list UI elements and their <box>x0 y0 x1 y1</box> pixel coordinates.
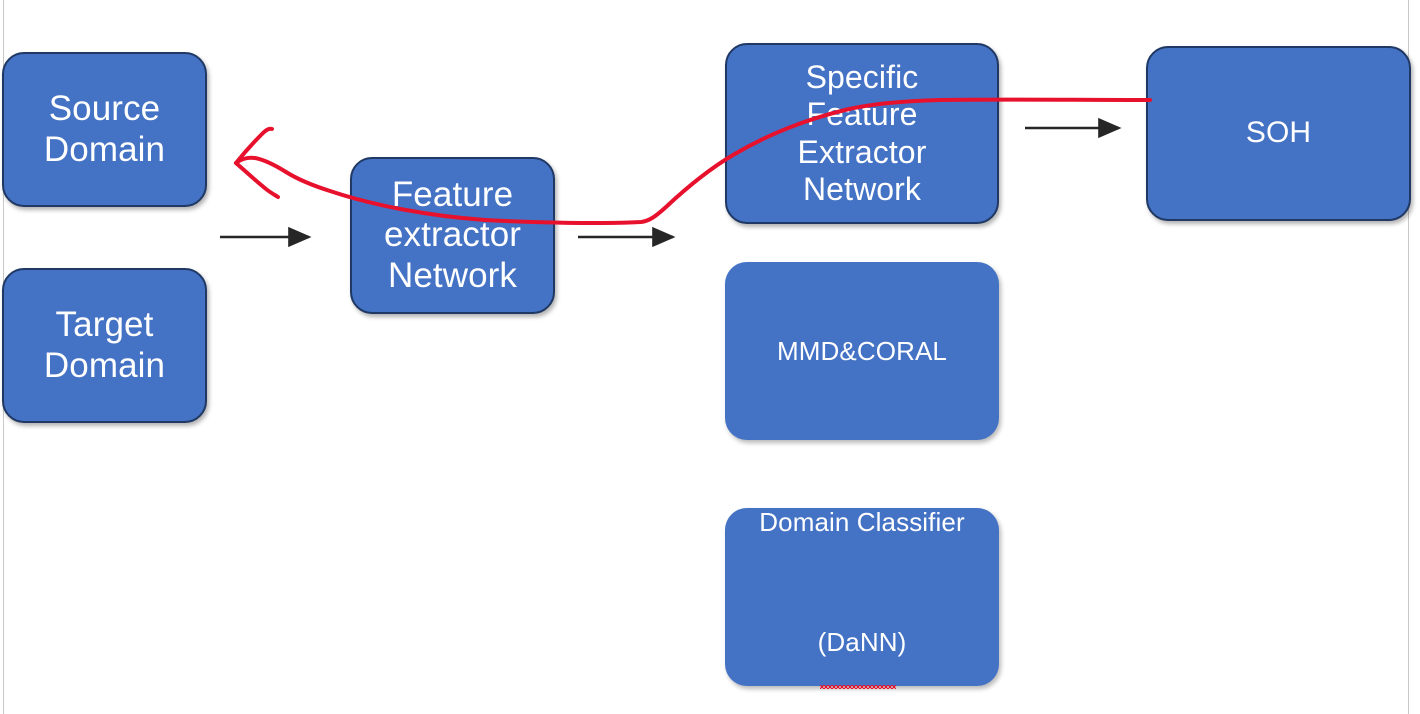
node-target-domain[interactable]: Target Domain <box>2 268 207 423</box>
node-feature-extractor-network[interactable]: Feature extractor Network <box>350 157 555 314</box>
domain-classifier-line-2: (DaNN) <box>817 627 907 658</box>
handdrawn-red-arrowhead-upper <box>234 126 274 165</box>
slide-frame-right-guide <box>1408 0 1409 714</box>
handdrawn-red-curve-tail <box>234 155 288 174</box>
spellcheck-flagged-text: (DaNN) <box>817 597 907 690</box>
node-domain-classifier[interactable]: Domain Classifier (DaNN) <box>725 507 999 690</box>
node-mmd-coral[interactable]: MMD&CORAL <box>725 262 999 440</box>
domain-classifier-line-1: Domain Classifier <box>759 506 965 537</box>
domain-classifier-line-2-wrap: (DaNN) <box>759 567 964 690</box>
node-specific-feature-extractor-network[interactable]: Specific Feature Extractor Network <box>725 43 999 224</box>
spellcheck-squiggle-underline <box>819 685 897 690</box>
domain-classifier-label-block: Domain Classifier (DaNN) <box>759 476 965 714</box>
node-source-domain[interactable]: Source Domain <box>2 52 207 207</box>
handdrawn-red-arrowhead-lower <box>234 161 280 199</box>
node-soh[interactable]: SOH <box>1146 46 1411 221</box>
